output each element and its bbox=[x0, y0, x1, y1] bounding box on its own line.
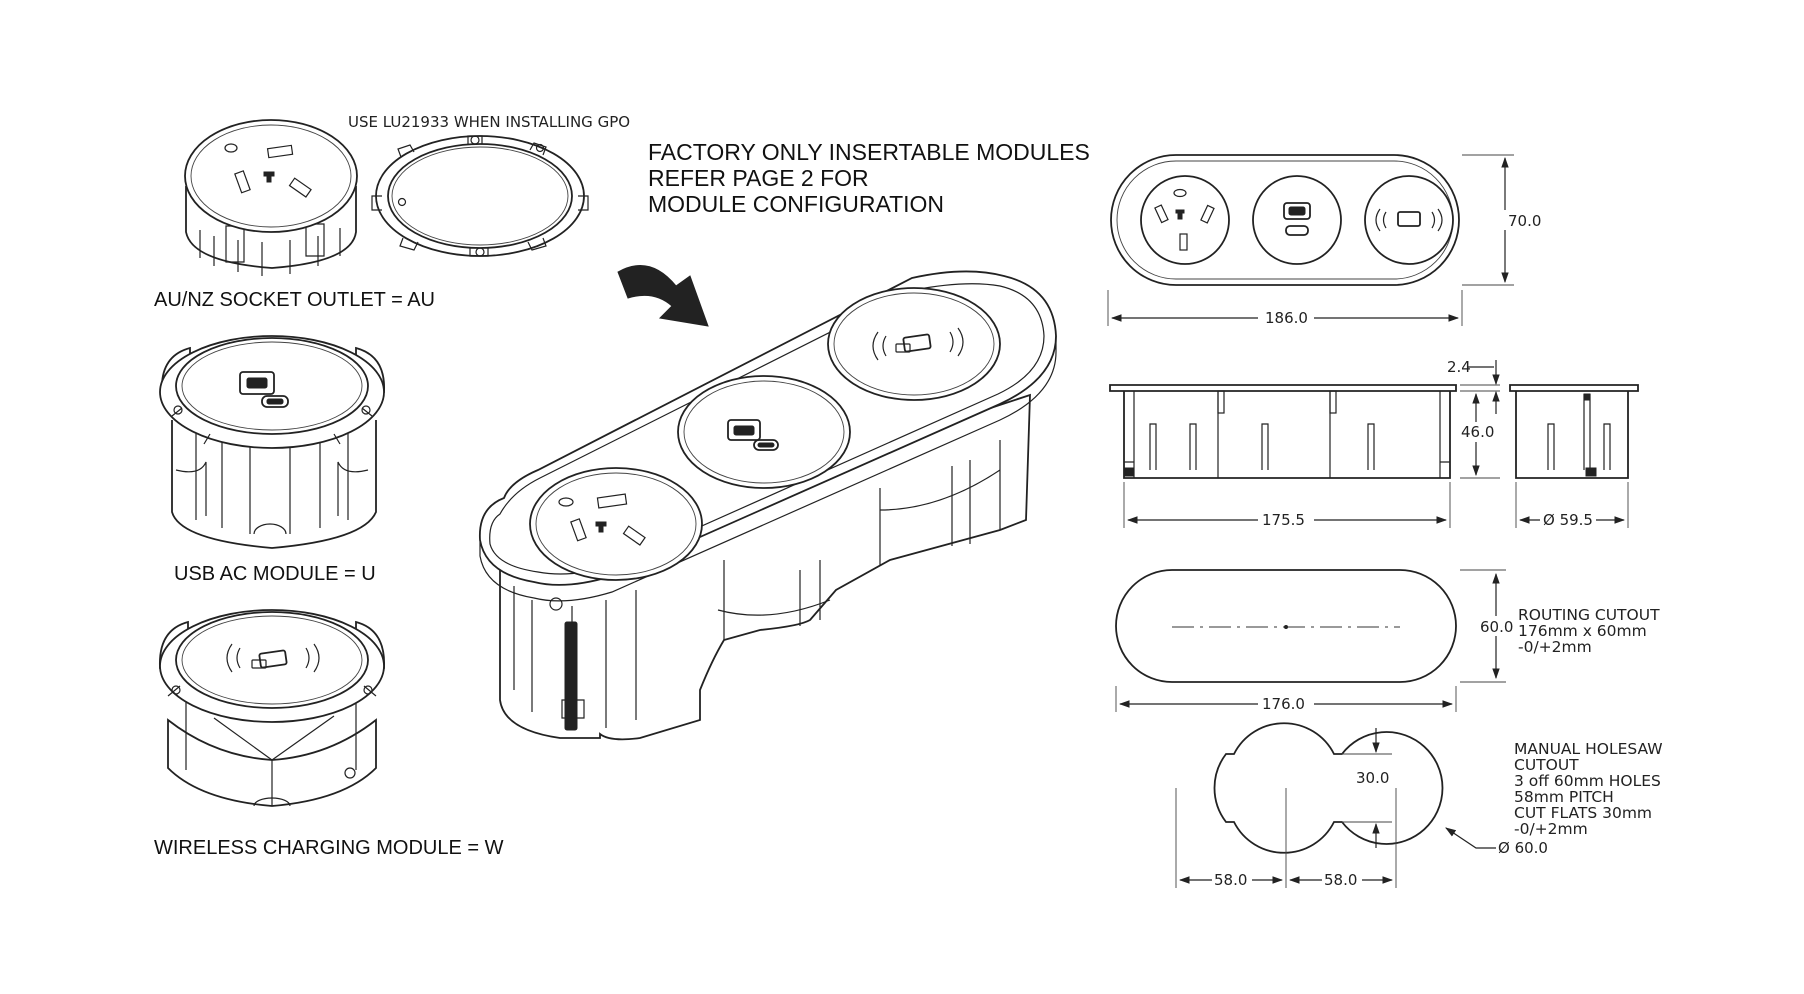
factory-note-line-1: FACTORY ONLY INSERTABLE MODULES bbox=[648, 139, 1090, 165]
module-label-w: WIRELESS CHARGING MODULE = W bbox=[154, 837, 504, 859]
holesaw-note-line-4: 58mm PITCH bbox=[1514, 788, 1614, 806]
side-view-drawing bbox=[1109, 384, 1457, 479]
module-label-u: USB AC MODULE = U bbox=[174, 563, 376, 585]
factory-note-line-3: MODULE CONFIGURATION bbox=[648, 191, 944, 217]
routing-note-line-2: 176mm x 60mm bbox=[1518, 622, 1647, 640]
routing-note-line-3: -0/+2mm bbox=[1518, 638, 1592, 656]
factory-note-line-2: REFER PAGE 2 FOR bbox=[648, 165, 869, 191]
dim-flange: 2.4 bbox=[1447, 358, 1471, 376]
holesaw-note-line-6: -0/+2mm bbox=[1514, 820, 1588, 838]
holesaw-note-line-5: CUT FLATS 30mm bbox=[1514, 804, 1652, 822]
dim-body-length: 175.5 bbox=[1262, 511, 1305, 529]
dim-hole-dia: Ø 60.0 bbox=[1498, 839, 1548, 857]
dim-cutout-width: 60.0 bbox=[1480, 618, 1513, 636]
dim-module-dia: Ø 59.5 bbox=[1543, 511, 1593, 529]
au-socket-module-illustration bbox=[184, 119, 358, 276]
dim-body-height: 46.0 bbox=[1461, 423, 1494, 441]
gpo-note: USE LU21933 WHEN INSTALLING GPO bbox=[348, 113, 630, 131]
routing-note-line-1: ROUTING CUTOUT bbox=[1518, 606, 1660, 624]
dim-flat-width: 30.0 bbox=[1356, 769, 1389, 787]
usb-module-illustration bbox=[159, 335, 385, 549]
module-label-au: AU/NZ SOCKET OUTLET = AU bbox=[154, 289, 435, 311]
wireless-module-illustration bbox=[159, 609, 385, 807]
insert-arrow-icon bbox=[617, 265, 709, 327]
holesaw-note-line-3: 3 off 60mm HOLES bbox=[1514, 772, 1661, 790]
holesaw-note-line-1: MANUAL HOLESAW bbox=[1514, 740, 1663, 758]
assembled-unit-illustration bbox=[479, 270, 1057, 741]
holesaw-cutout-shape bbox=[1213, 722, 1444, 854]
dim-pitch-2: 58.0 bbox=[1324, 871, 1357, 889]
gpo-ring-illustration bbox=[371, 135, 589, 257]
holesaw-note-line-2: CUTOUT bbox=[1514, 756, 1579, 774]
dim-top-height: 70.0 bbox=[1508, 212, 1541, 230]
top-view-drawing bbox=[1110, 154, 1460, 286]
end-view-drawing bbox=[1509, 384, 1639, 479]
dim-top-length: 186.0 bbox=[1265, 309, 1308, 327]
dim-cutout-length: 176.0 bbox=[1262, 695, 1305, 713]
dim-pitch-1: 58.0 bbox=[1214, 871, 1247, 889]
routing-cutout-shape bbox=[1115, 569, 1457, 683]
